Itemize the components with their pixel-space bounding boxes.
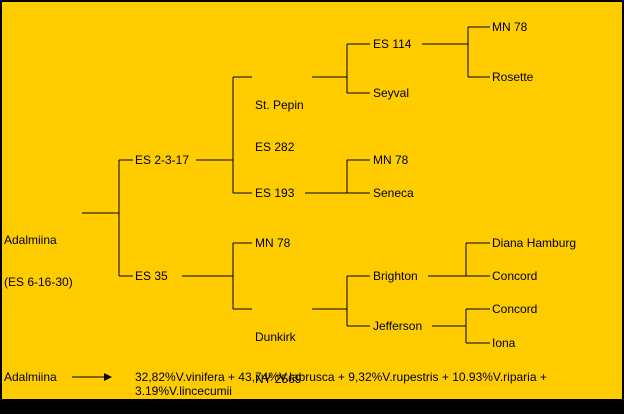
node-adalmiina-name: Adalmiina — [4, 233, 57, 247]
node-dunkirk-name: Dunkirk — [255, 330, 296, 344]
node-mn-78-gen3: MN 78 — [373, 153, 409, 167]
node-rosette: Rosette — [492, 70, 534, 84]
node-seyval: Seyval — [373, 86, 410, 100]
node-adalmiina: Adalmiina (ES 6-16-30) — [4, 205, 73, 317]
node-es-114: ES 114 — [373, 37, 412, 51]
node-concord-2: Concord — [492, 302, 538, 316]
summary-name: Adalmiina — [4, 370, 57, 384]
arrow-head — [104, 373, 112, 381]
node-jefferson: Jefferson — [373, 319, 423, 333]
summary-composition: 32,82%V.vinifera + 43,74%V.labrusca + 9,… — [135, 370, 547, 398]
diagram-panel — [2, 2, 622, 399]
connector-lines — [72, 26, 490, 381]
node-es-193: ES 193 — [255, 186, 295, 200]
node-mn-78-gen2: MN 78 — [255, 236, 291, 250]
node-brighton: Brighton — [373, 269, 418, 283]
node-iona: Iona — [492, 336, 516, 350]
node-es-35: ES 35 — [135, 269, 168, 283]
node-mn-78-gen4: MN 78 — [492, 20, 528, 34]
pedigree-figure: Adalmiina (ES 6-16-30) ES 2-3-17 ES 35 S… — [0, 0, 624, 401]
node-dunkirk-code: NY 2569 — [255, 372, 302, 386]
node-st-pepin: St. Pepin ES 282 — [255, 70, 304, 182]
node-st-pepin-name: St. Pepin — [255, 98, 304, 112]
node-seneca: Seneca — [373, 186, 414, 200]
node-diana-hamburg: Diana Hamburg — [492, 236, 577, 250]
node-adalmiina-code: (ES 6-16-30) — [4, 275, 73, 289]
node-concord-1: Concord — [492, 269, 538, 283]
node-st-pepin-code: ES 282 — [255, 140, 295, 154]
node-es-2-3-17: ES 2-3-17 — [135, 153, 190, 167]
node-dunkirk: Dunkirk NY 2569 — [255, 302, 301, 414]
